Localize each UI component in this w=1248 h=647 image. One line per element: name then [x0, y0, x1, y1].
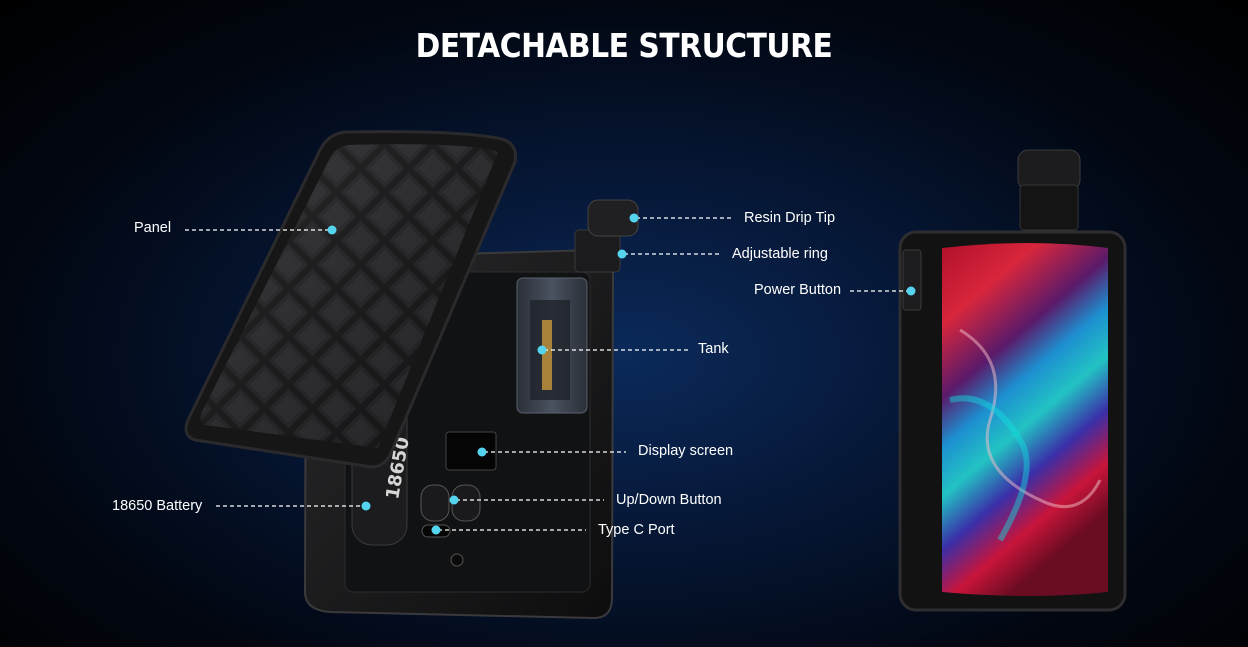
label-type-c-port: Type C Port [598, 522, 675, 538]
label-up-down-button: Up/Down Button [616, 492, 722, 508]
adjustable-ring-dot [617, 249, 627, 259]
label-battery: 18650 Battery [112, 498, 203, 514]
label-resin-drip-tip: Resin Drip Tip [744, 210, 836, 226]
callout-lines [185, 217, 910, 531]
power-button-dot [906, 286, 916, 296]
type-c-port-dot [431, 525, 441, 535]
label-tank: Tank [698, 341, 729, 357]
detached-panel [184, 130, 517, 469]
label-display-screen: Display screen [638, 443, 734, 459]
up-down-button-dot [449, 495, 459, 505]
label-power-button: Power Button [754, 282, 842, 298]
callout-dots [327, 213, 916, 535]
page-title: DETACHABLE STRUCTURE [415, 26, 833, 65]
label-adjustable-ring: Adjustable ring [732, 246, 828, 262]
tank-dot [537, 345, 547, 355]
drip-tip-dot [629, 213, 639, 223]
label-panel: Panel [134, 220, 172, 236]
panel-dot [327, 225, 337, 235]
assembled-device [898, 149, 1127, 612]
battery-dot [361, 501, 371, 511]
display-screen-dot [477, 447, 487, 457]
